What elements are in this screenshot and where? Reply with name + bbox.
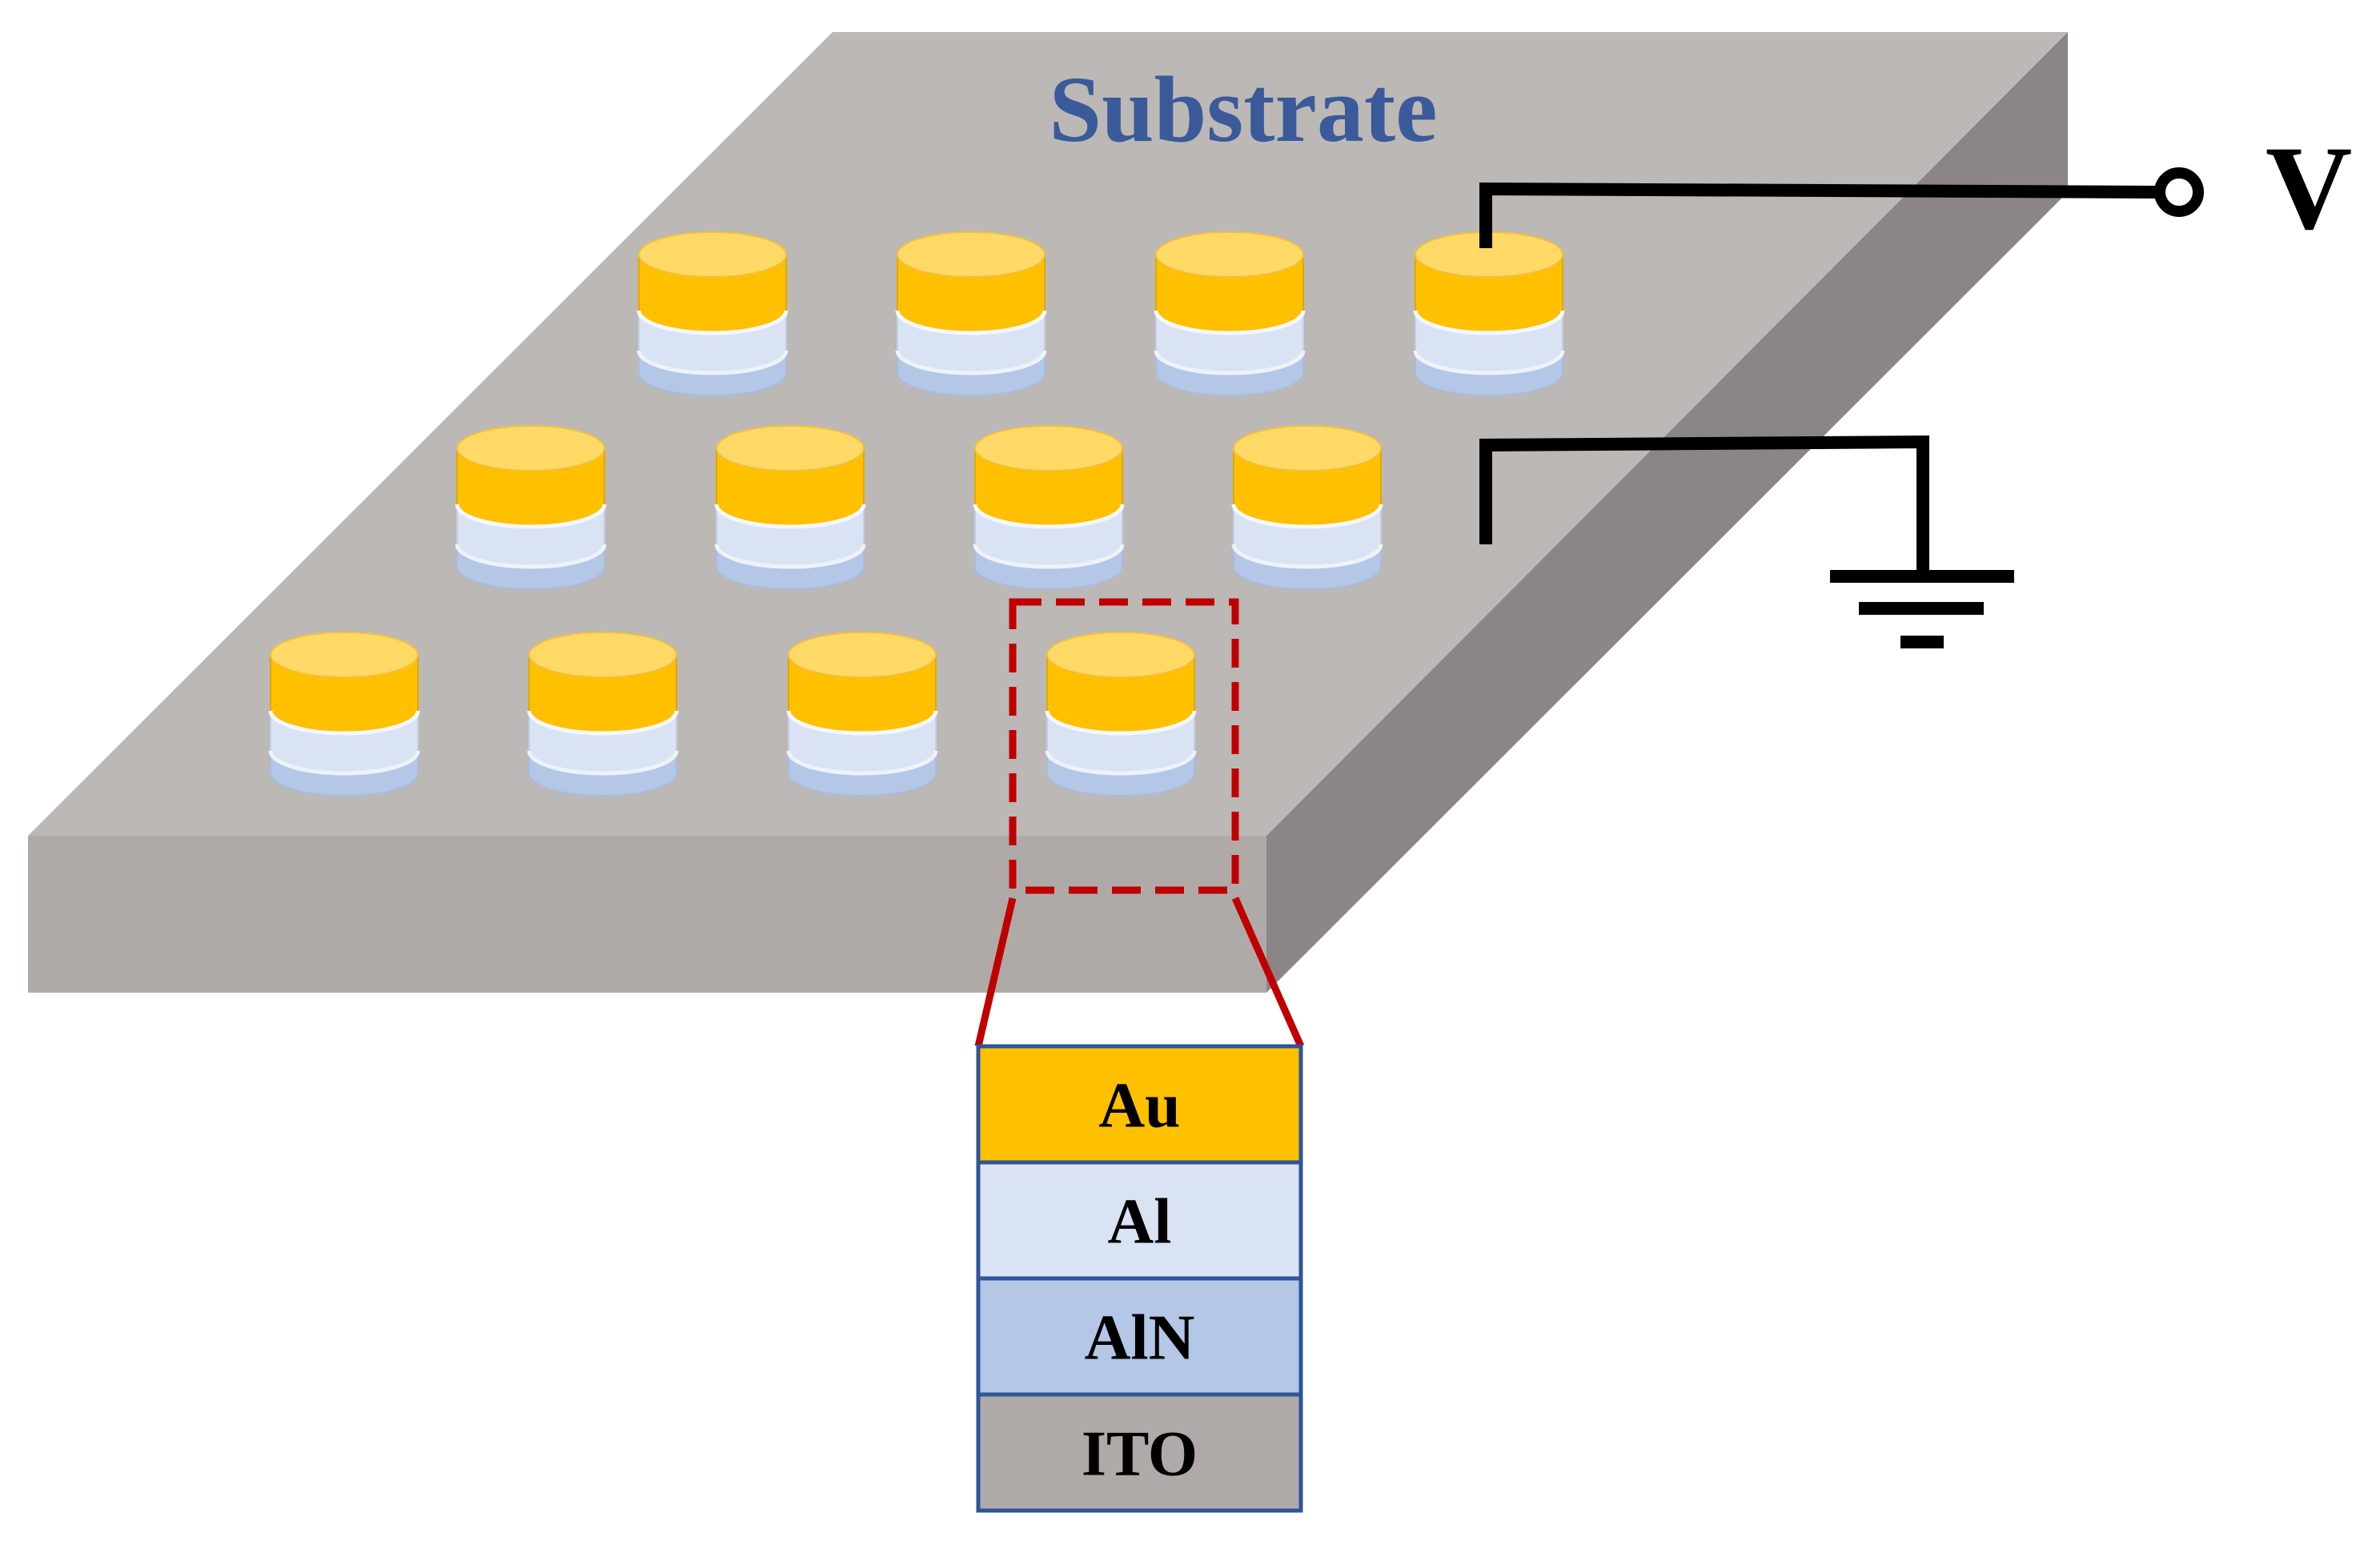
pillar xyxy=(527,632,679,797)
pillar-top-face xyxy=(456,425,605,472)
pillar xyxy=(1231,425,1383,590)
substrate-front-face xyxy=(28,836,1266,993)
pillar xyxy=(895,231,1047,396)
pillar-top-face xyxy=(1233,425,1382,472)
layer-label: Al xyxy=(1108,1187,1172,1258)
layer-ito xyxy=(976,1392,1303,1513)
pillar xyxy=(714,425,866,590)
voltage-wire xyxy=(1479,182,2162,248)
voltage-label: V xyxy=(2266,122,2352,255)
zoom-highlight xyxy=(974,598,1305,1048)
layer-label: ITO xyxy=(1082,1419,1198,1490)
zoom-line-right xyxy=(1231,897,1305,1048)
pillar-top-face xyxy=(716,425,865,472)
zoom-line-left xyxy=(974,897,1017,1048)
pillar xyxy=(1045,632,1197,797)
ground-wire xyxy=(1479,435,1929,576)
pillar xyxy=(268,632,420,797)
wiring xyxy=(1479,167,2204,648)
substrate-label: Substrate xyxy=(1049,57,1437,162)
pillar-top-face xyxy=(1046,632,1195,678)
voltage-terminal-circle xyxy=(2154,167,2204,217)
pillar xyxy=(636,231,789,396)
pillar-top-face xyxy=(897,231,1046,278)
pillar xyxy=(1413,231,1565,396)
pillar xyxy=(973,425,1125,590)
highlight-dashed-box xyxy=(1009,598,1239,894)
pillar xyxy=(786,632,938,797)
pillar-top-face xyxy=(974,425,1123,472)
pillar-top-face xyxy=(638,231,787,278)
layer-label: AlN xyxy=(1085,1303,1195,1374)
layer-label: Au xyxy=(1098,1071,1180,1142)
pillar-top-face xyxy=(528,632,677,678)
pillar-top-face xyxy=(270,632,419,678)
layer-aln xyxy=(976,1276,1303,1397)
layer-al xyxy=(976,1160,1303,1281)
pillar-top-face xyxy=(788,632,937,678)
pillar-array xyxy=(268,231,1565,797)
pillar-top-face xyxy=(1155,231,1304,278)
pillar xyxy=(1154,231,1306,396)
pillar xyxy=(455,425,607,590)
substrate-side-face xyxy=(1266,32,2068,993)
